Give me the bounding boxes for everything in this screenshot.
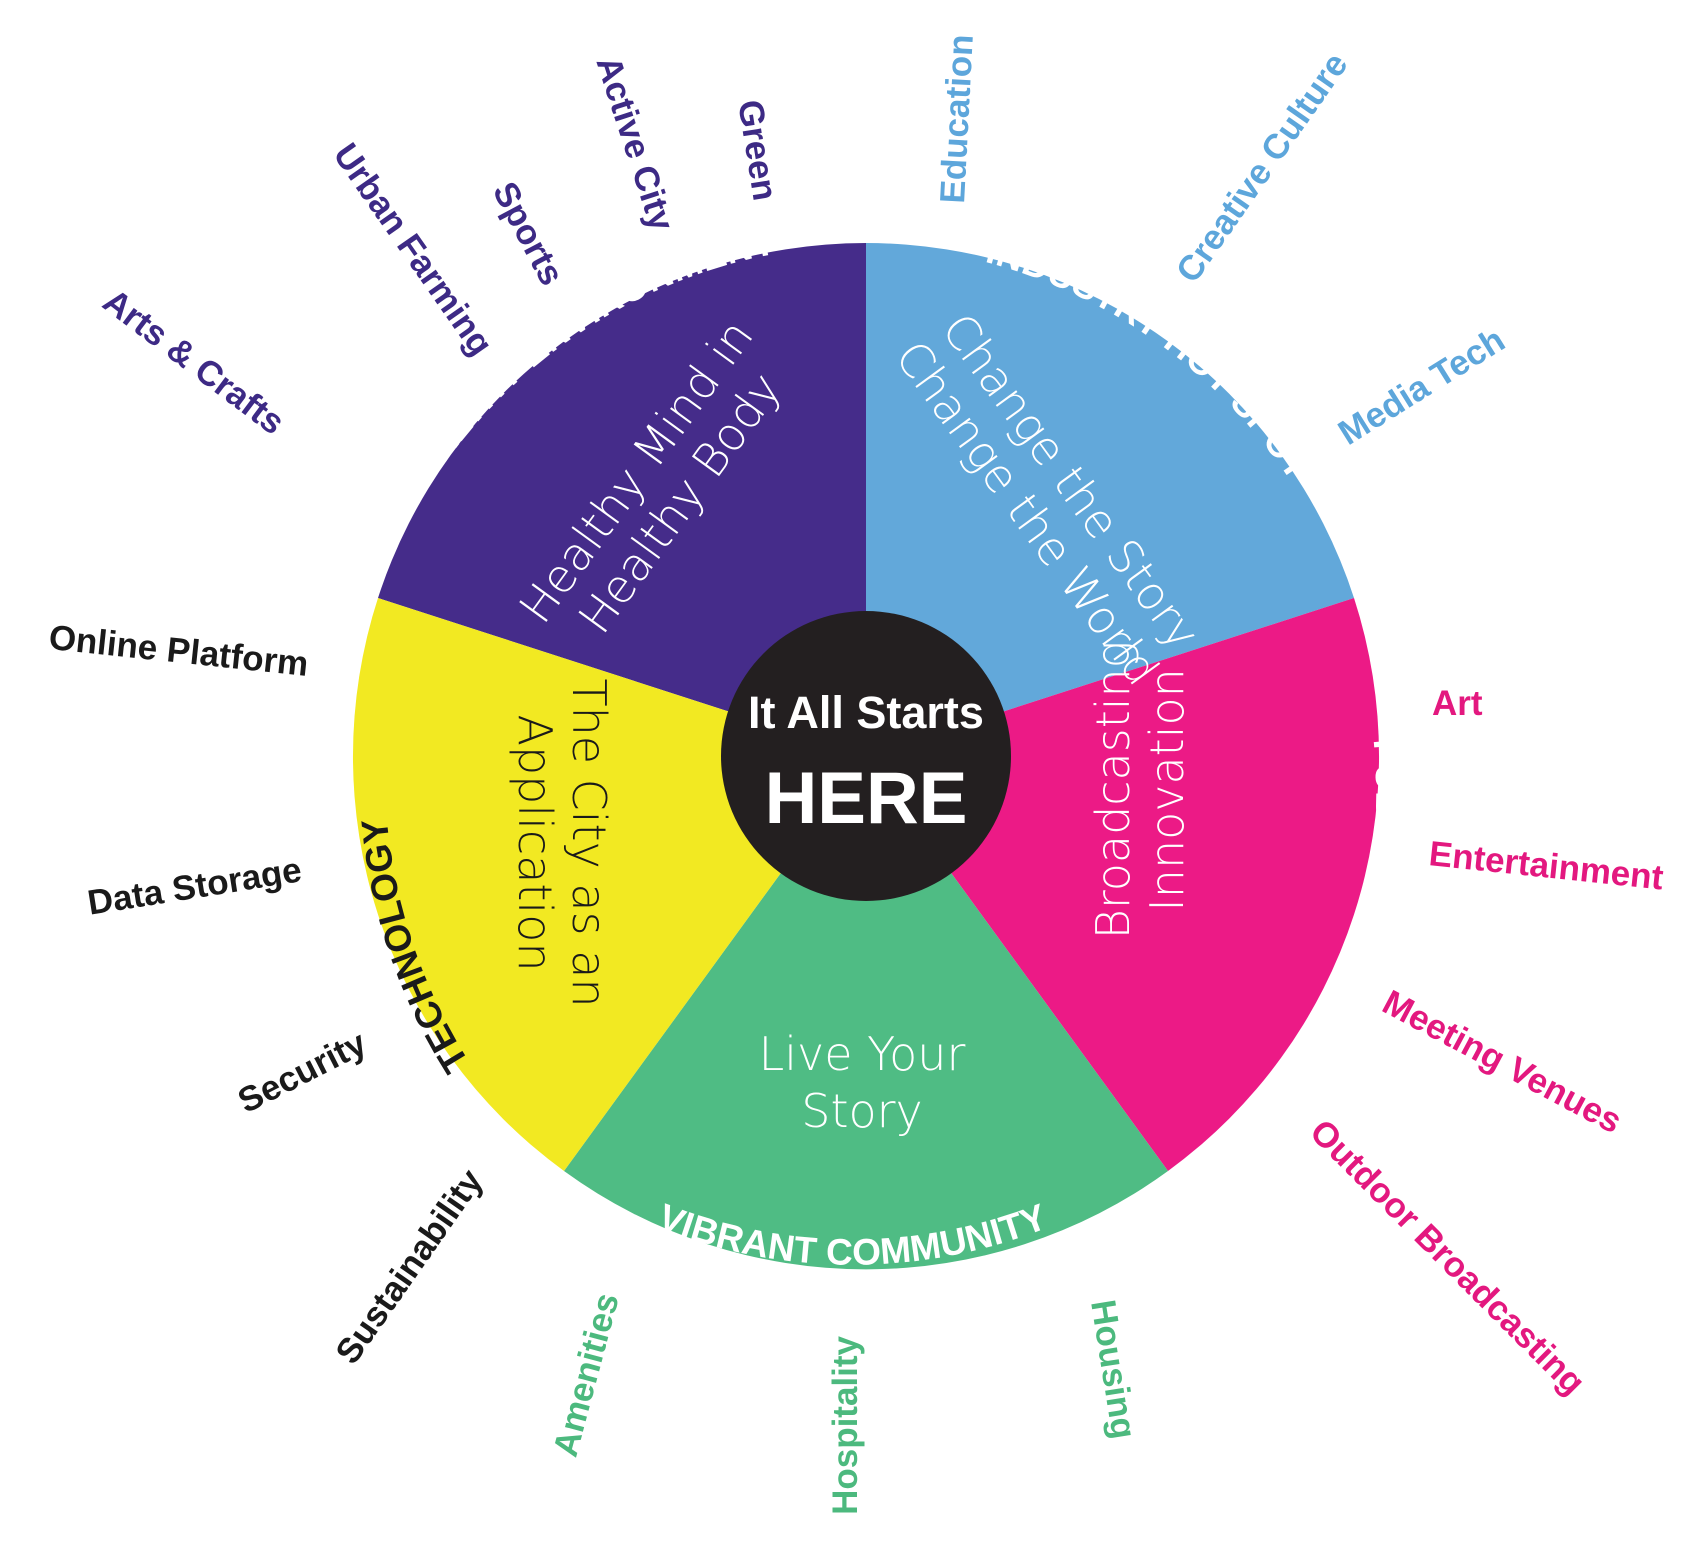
spoke-sports: Sports xyxy=(485,176,571,292)
slogan-vibrant-line1: Live Your xyxy=(759,1027,966,1081)
slogan-public-line1: Broadcasting xyxy=(1086,641,1140,940)
slogan-public-line2: Innovation xyxy=(1140,668,1194,912)
slogan-technology-line1: The City as an xyxy=(562,678,616,1007)
spoke-outdoor-broadcasting: Outdoor Broadcasting xyxy=(1302,1112,1592,1402)
spoke-green: Green xyxy=(730,97,784,203)
spoke-online-platform: Online Platform xyxy=(47,618,310,684)
spoke-active-city: Active City xyxy=(588,51,681,236)
spoke-arts-crafts: Arts & Crafts xyxy=(96,281,292,442)
spoke-meeting-venues: Meeting Venues xyxy=(1376,983,1628,1142)
spoke-housing: Housing xyxy=(1083,1297,1143,1441)
spoke-art: Art xyxy=(1432,684,1483,723)
spoke-amenities: Amenities xyxy=(546,1289,627,1461)
spoke-entertainment: Entertainment xyxy=(1427,834,1665,897)
segment-vibrant-community xyxy=(564,756,1168,1270)
slogan-technology-line2: Application xyxy=(508,714,562,971)
spoke-sustainability: Sustainability xyxy=(328,1162,491,1371)
spoke-creative-culture: Creative Culture xyxy=(1169,46,1356,290)
segment-healthy-environment xyxy=(378,243,866,756)
center-hub-line1: It All Starts xyxy=(748,687,984,738)
spoke-media-tech: Media Tech xyxy=(1332,320,1512,453)
spoke-education: Education xyxy=(933,33,981,204)
center-hub xyxy=(721,611,1011,901)
spoke-security: Security xyxy=(232,1023,373,1121)
segment-industry-hot-spot xyxy=(866,243,1354,756)
slogan-vibrant-line2: Story xyxy=(801,1084,923,1138)
spoke-data-storage: Data Storage xyxy=(85,850,304,922)
spoke-hospitality: Hospitality xyxy=(826,1335,865,1514)
center-hub-line2: HERE xyxy=(765,758,968,839)
spoke-urban-farming: Urban Farming xyxy=(326,136,501,362)
